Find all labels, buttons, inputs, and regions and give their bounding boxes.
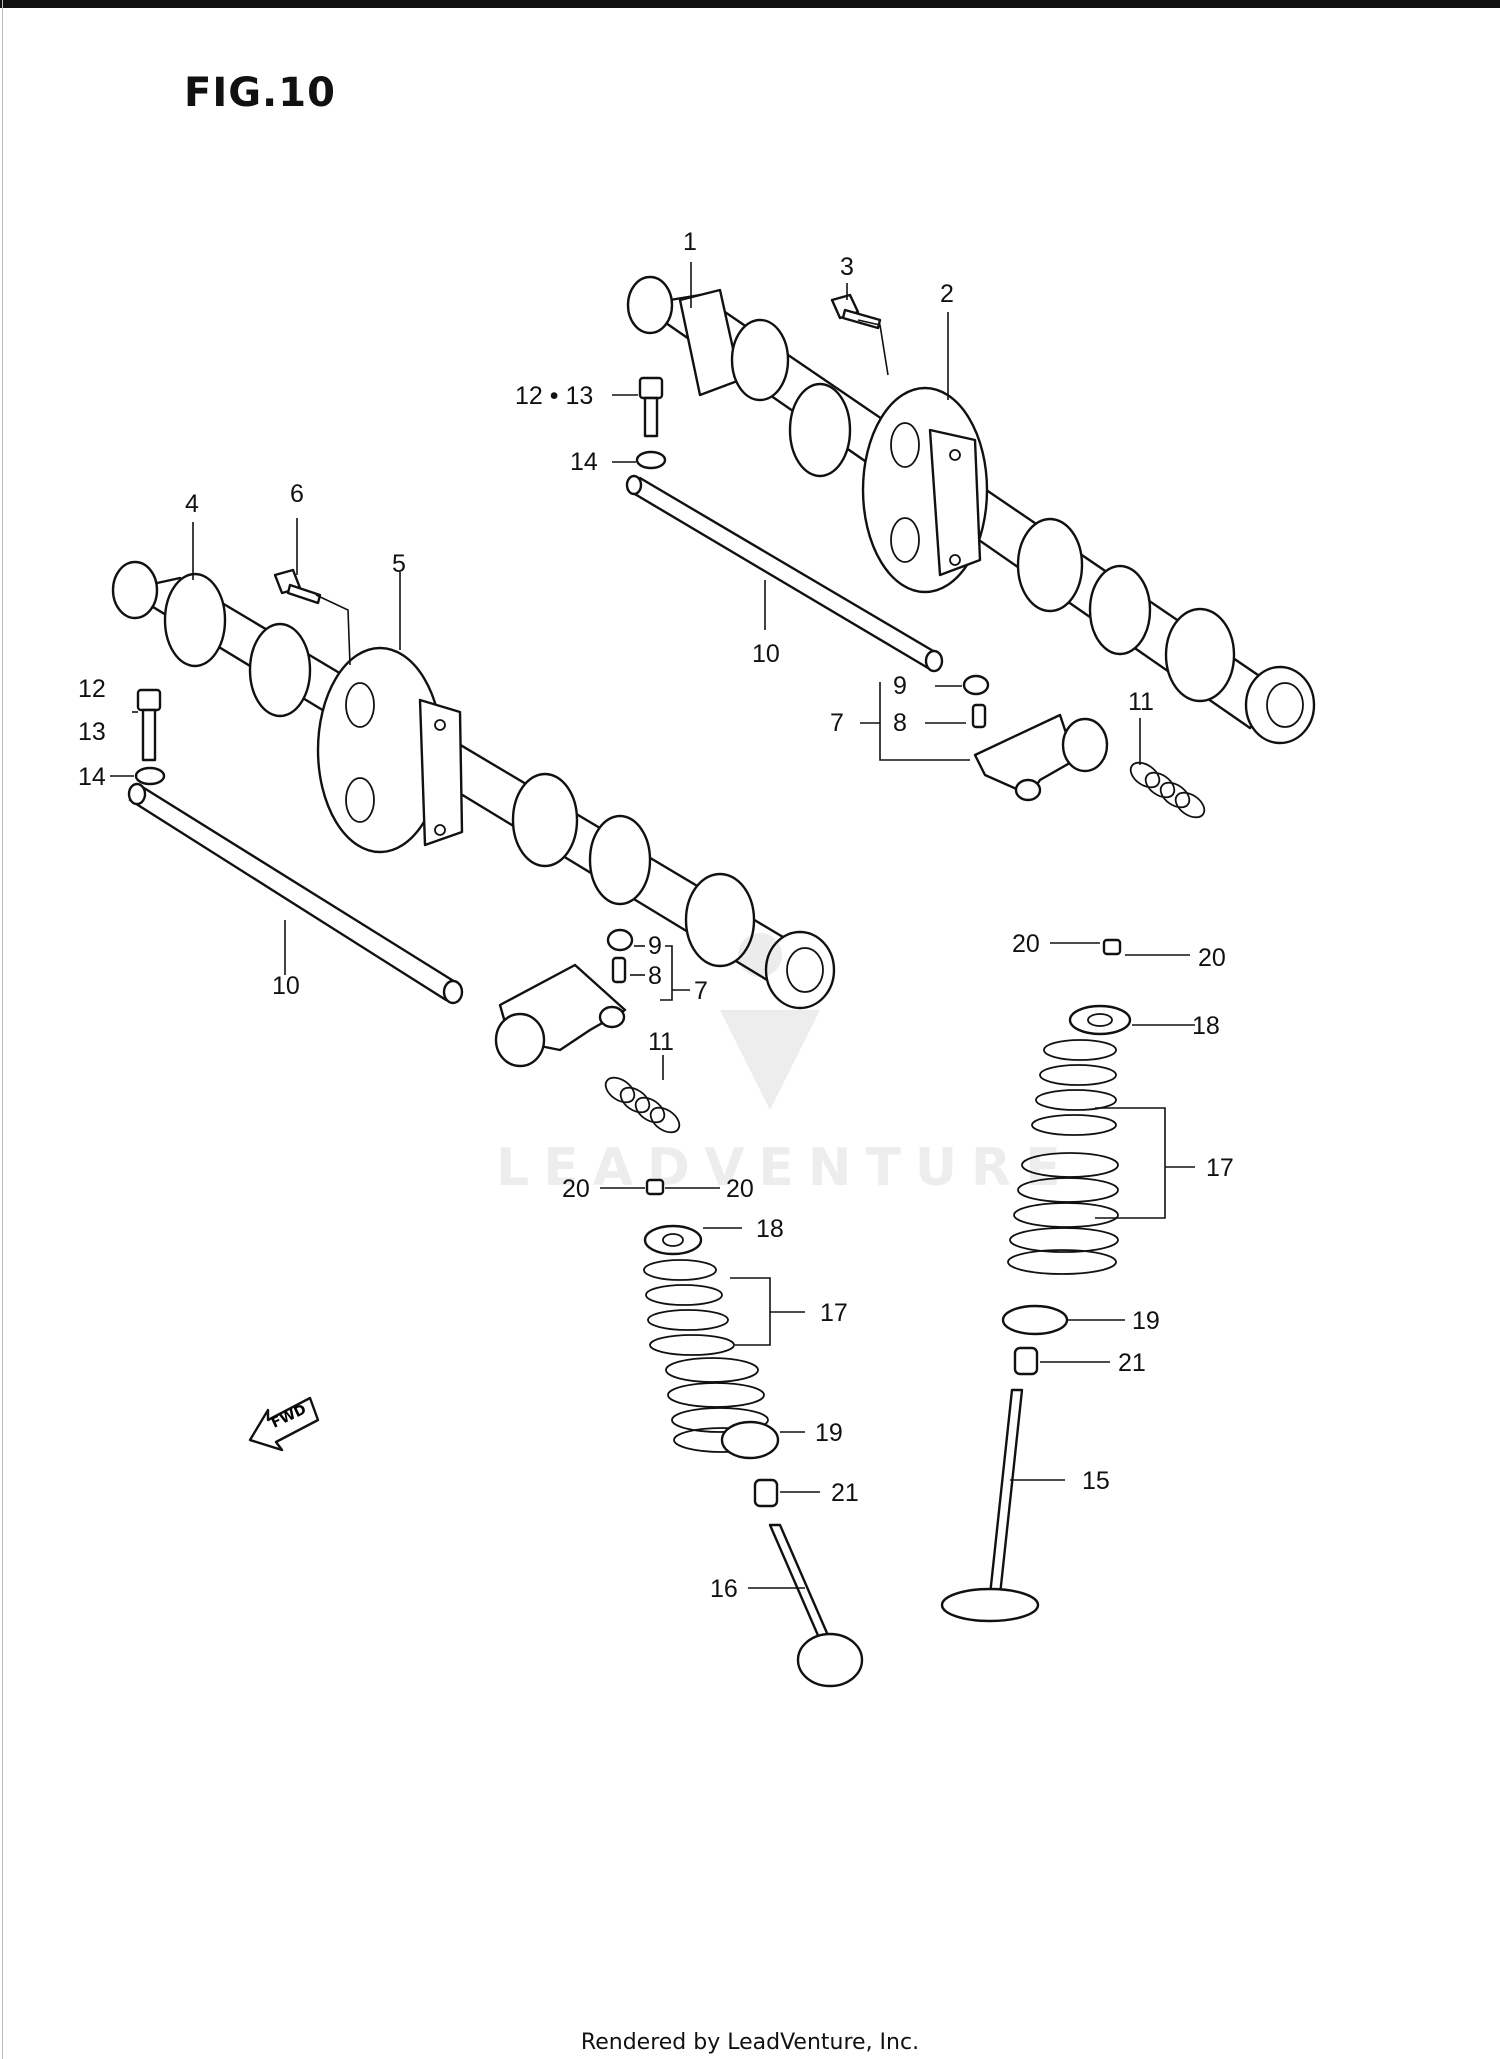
callout-16: 16 [710,1575,738,1603]
rocker-shaft-lower [127,782,464,1005]
callout-6: 6 [290,480,304,508]
callout-14-left: 14 [78,763,106,791]
callout-17-left: 17 [820,1299,848,1327]
camshaft-lower [111,560,836,1010]
callout-19-left: 19 [815,1419,843,1447]
valve-assembly-left [643,1178,864,1688]
callout-19-right: 19 [1132,1307,1160,1335]
callout-17-right: 17 [1206,1154,1234,1182]
rocker-spring-right [1129,761,1206,819]
watermark: LEADVENTURE [496,1138,1075,1198]
callout-15: 15 [1082,1467,1110,1495]
forward-direction-arrow: FWD [248,1396,320,1452]
callout-18-right: 18 [1192,1012,1220,1040]
top-border-rule [0,0,1500,8]
callout-20-d: 20 [726,1175,754,1203]
left-border-rule [2,0,3,2059]
callout-13-left: 13 [78,718,106,746]
callout-labels: 1 3 2 12 • 13 14 10 9 8 7 11 4 6 5 12 13… [78,228,1234,1603]
callout-11-mid: 11 [648,1028,674,1056]
callout-8-mid: 8 [648,962,662,990]
callout-11-right: 11 [1128,688,1154,716]
cam-sprocket-upper [861,386,989,594]
callout-7-right: 7 [830,709,844,737]
callout-20-a: 20 [1012,930,1040,958]
callout-10-upper: 10 [752,640,780,668]
cam-sprocket-lower [316,646,464,854]
sprocket-bolt-lower [273,568,322,605]
callout-8-right: 8 [893,709,907,737]
callout-21-left: 21 [831,1479,859,1507]
rocker-spring-left [604,1076,681,1134]
callout-12-13-upper: 12 • 13 [515,382,593,410]
watermark-emblem [720,933,820,1110]
callout-10-lower: 10 [272,972,300,1000]
callout-9-right: 9 [893,672,907,700]
callout-18-left: 18 [756,1215,784,1243]
callout-20-c: 20 [562,1175,590,1203]
valve-assembly-right [940,938,1132,1623]
callout-2: 2 [940,280,954,308]
callout-7-mid: 7 [694,977,708,1005]
callout-5: 5 [392,550,406,578]
callout-20-b: 20 [1198,944,1226,972]
footer-credit: Rendered by LeadVenture, Inc. [580,2030,920,2055]
rocker-arm-right [962,674,1109,802]
washer-14-upper [635,450,667,470]
callout-3: 3 [840,253,854,281]
bolt-12-13-lower [136,688,162,762]
callout-4: 4 [185,490,199,518]
callout-12-left: 12 [78,675,106,703]
bolt-12-13-upper [638,376,664,438]
rocker-shaft-upper [625,474,944,673]
washer-14-lower [134,766,166,786]
figure-title: FIG.10 [184,70,336,116]
callout-9-mid: 9 [648,932,662,960]
leader-lines [110,262,1195,1589]
callout-14-upper: 14 [570,448,598,476]
rocker-arm-left [494,928,634,1068]
callout-21-right: 21 [1118,1349,1146,1377]
callout-1: 1 [683,228,697,256]
